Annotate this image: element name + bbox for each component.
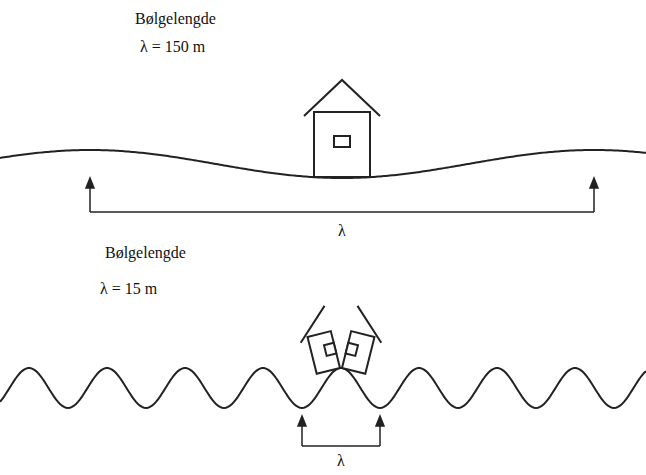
wavelength-symbol: λ	[337, 452, 345, 470]
house-intact	[304, 80, 380, 177]
wave-heading: Bølgelengde	[135, 10, 216, 28]
wavelength-value: λ = 150 m	[140, 38, 205, 56]
wave-heading: Bølgelengde	[105, 244, 186, 262]
house-broken	[293, 306, 388, 376]
wavelength-bracket	[86, 178, 598, 212]
short-wave	[0, 368, 646, 408]
wavelength-value: λ = 15 m	[100, 280, 157, 298]
wavelength-symbol: λ	[338, 222, 346, 240]
wavelength-bracket	[298, 416, 384, 446]
